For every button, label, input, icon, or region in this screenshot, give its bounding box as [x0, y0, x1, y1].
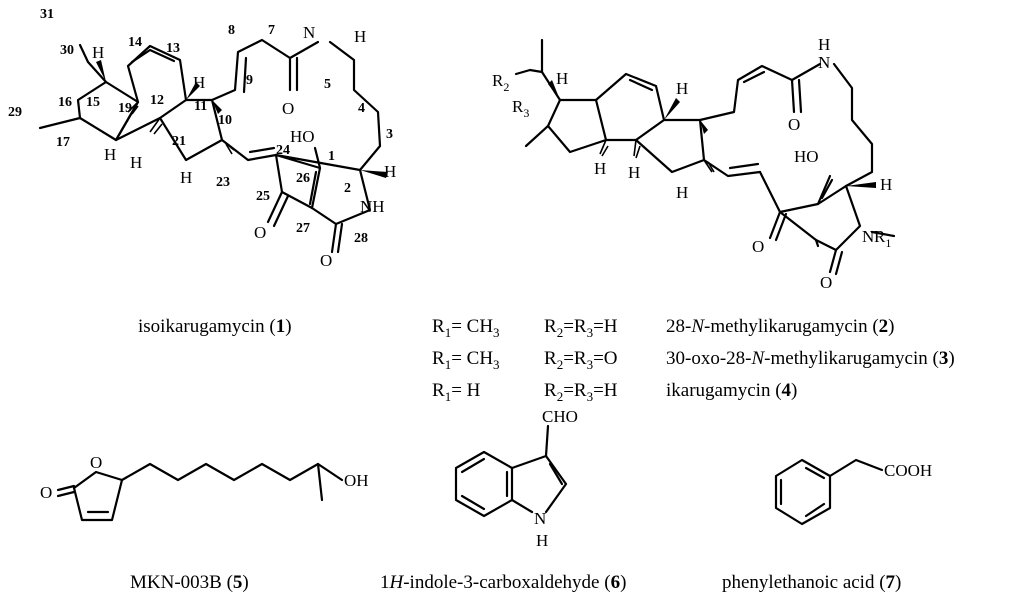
atom-number: 27 — [296, 221, 310, 236]
atom-numbers: 31 30 14 13 8 7 9 10 5 4 3 16 15 12 11 1… — [8, 7, 393, 246]
r3-label: R3 — [512, 97, 529, 120]
atom-H-label: H — [92, 43, 104, 62]
atom-number: 26 — [296, 171, 310, 186]
atom-number: 3 — [386, 127, 393, 142]
atom-number: 11 — [194, 99, 207, 114]
atom-H-label: H — [628, 163, 640, 182]
atom-number: 15 — [86, 95, 100, 110]
atom-N-label: N — [862, 227, 874, 246]
atom-number: 2 — [344, 181, 351, 196]
atom-O-label: O — [90, 453, 102, 472]
atom-number: 25 — [256, 189, 270, 204]
atom-HO-label: HO — [290, 127, 315, 146]
svg-text:R1= H: R1= H — [432, 380, 481, 404]
atom-H-label: H — [193, 73, 205, 92]
atom-NH-label: NH — [360, 197, 385, 216]
atom-N-label: N — [818, 53, 830, 72]
atom-O-label: O — [282, 99, 294, 118]
atom-number: 21 — [172, 134, 186, 149]
atom-O-label: O — [40, 483, 52, 502]
r1-label: R1 — [874, 227, 891, 250]
atom-H-label: H — [354, 27, 366, 46]
atom-H-label: H — [536, 531, 548, 550]
atom-number: 29 — [8, 105, 22, 120]
svg-text:R2=R3=H: R2=R3=H — [544, 316, 618, 340]
atom-number: 13 — [166, 41, 180, 56]
atom-N-label: N — [303, 23, 315, 42]
atom-O-label: O — [752, 237, 764, 256]
atom-number: 30 — [60, 43, 74, 58]
structure-mkn-003b: O O OH — [40, 453, 369, 522]
structure-phenylethanoic-acid: COOH — [774, 458, 932, 526]
atom-number: 7 — [268, 23, 275, 38]
atom-number: 28 — [354, 231, 368, 246]
atom-number: 5 — [324, 77, 331, 92]
structure-indole-3-carboxaldehyde: CHO N H — [454, 407, 578, 550]
name-ikarugamycin: ikarugamycin (4) — [666, 380, 797, 401]
name-30-oxo-28-n-methylikarugamycin: 30-oxo-28-N-methylikarugamycin (3) — [666, 348, 955, 369]
atom-number: 14 — [128, 35, 142, 50]
atom-number: 17 — [56, 135, 70, 150]
atom-O-label: O — [820, 273, 832, 292]
r-group-table: R1= CH3 R2=R3=H 28-N-methylikarugamycin … — [432, 316, 955, 404]
name-28-n-methylikarugamycin: 28-N-methylikarugamycin (2) — [666, 316, 894, 337]
structure-ikarugamycin-analogs: R2 R3 R1 N H N H H H H H H O O O HO — [492, 35, 896, 292]
atom-H-label: H — [880, 175, 892, 194]
atom-number: 16 — [58, 95, 72, 110]
r-table-row-3: R1= CH3 R2=R3=O 30-oxo-28-N-methylikarug… — [432, 348, 955, 372]
atom-HO-label: HO — [794, 147, 819, 166]
caption-phenylethanoic-acid: phenylethanoic acid (7) — [722, 572, 901, 593]
atom-CHO-label: CHO — [542, 407, 578, 426]
atom-number: 4 — [358, 101, 365, 116]
structure-isoikarugamycin: N H H H H H H H O O O HO NH 31 30 14 13 … — [8, 7, 396, 270]
atom-H-label: H — [384, 162, 396, 181]
atom-number: 31 — [40, 7, 54, 22]
atom-H-label: H — [818, 35, 830, 54]
atom-O-label: O — [788, 115, 800, 134]
caption-mkn-003b: MKN-003B (5) — [130, 572, 249, 593]
atom-H-label: H — [594, 159, 606, 178]
caption-isoikarugamycin: isoikarugamycin (1) — [138, 316, 292, 337]
atom-H-label: H — [676, 183, 688, 202]
atom-number: 1 — [328, 149, 335, 164]
atom-number: 10 — [218, 113, 232, 128]
caption-indole-3-carboxaldehyde: 1H-indole-3-carboxaldehyde (6) — [380, 572, 626, 593]
atom-number: 8 — [228, 23, 235, 38]
atom-number: 24 — [276, 143, 290, 158]
r-table-row-2: R1= CH3 R2=R3=H 28-N-methylikarugamycin … — [432, 316, 894, 340]
atom-O-label: O — [320, 251, 332, 270]
svg-text:R2=R3=O: R2=R3=O — [544, 348, 618, 372]
atom-H-label: H — [130, 153, 142, 172]
atom-number: 9 — [246, 73, 253, 88]
r-table-row-4: R1= H R2=R3=H ikarugamycin (4) — [432, 380, 797, 404]
atom-H-label: H — [180, 168, 192, 187]
atom-OH-label: OH — [344, 471, 369, 490]
atom-number: 23 — [216, 175, 230, 190]
r2-label: R2 — [492, 71, 509, 94]
atom-number: 19 — [118, 101, 132, 116]
atom-COOH-label: COOH — [884, 461, 932, 480]
atom-H-label: H — [556, 69, 568, 88]
atom-N-label: N — [534, 509, 546, 528]
svg-text:R1= CH3: R1= CH3 — [432, 316, 500, 340]
atom-H-label: H — [676, 79, 688, 98]
svg-text:R2=R3=H: R2=R3=H — [544, 380, 618, 404]
atom-O-label: O — [254, 223, 266, 242]
atom-H-label: H — [104, 145, 116, 164]
atom-number: 12 — [150, 93, 164, 108]
svg-text:R1= CH3: R1= CH3 — [432, 348, 500, 372]
